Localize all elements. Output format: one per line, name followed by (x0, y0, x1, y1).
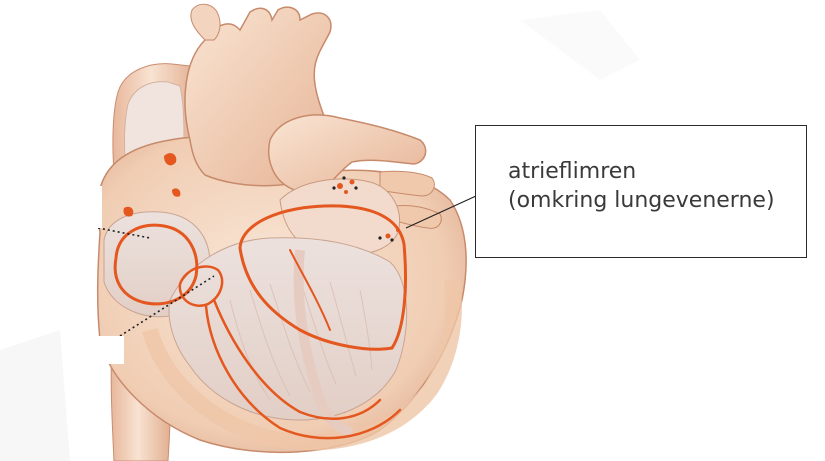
aortic-branch-left (191, 4, 220, 40)
blank-label-left-bottom (94, 336, 124, 364)
blank-label-left-top (10, 186, 102, 228)
annotation-label-box: atrieflimren (omkring lungevenerne) (475, 125, 807, 258)
annotation-label-title: atrieflimren (508, 159, 636, 185)
annotation-label-subtitle: (omkring lungevenerne) (508, 188, 775, 214)
